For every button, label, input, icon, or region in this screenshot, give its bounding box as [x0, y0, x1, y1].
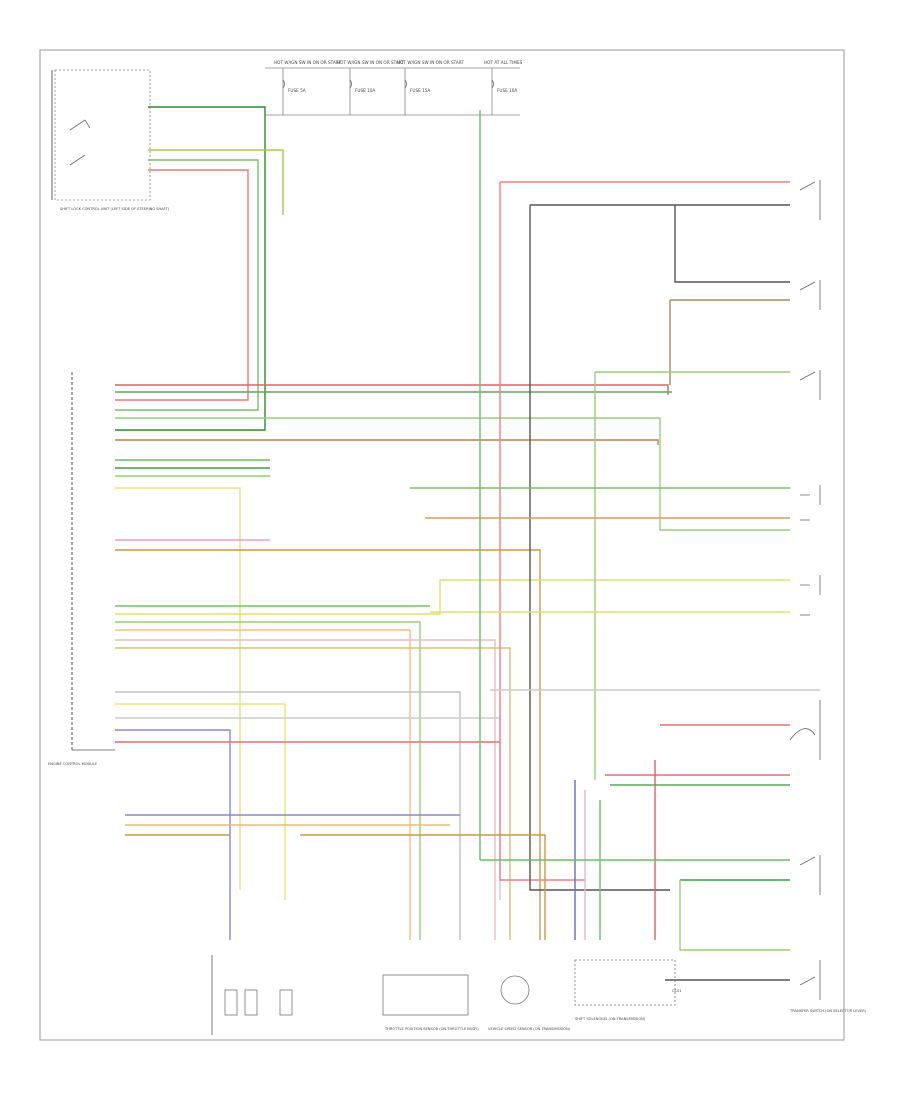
wire-shiftlock-lgrn	[115, 159, 259, 411]
tps-label: THROTTLE POSITION SENSOR (ON THROTTLE BO…	[384, 1027, 479, 1031]
fuse-label-3: FUSE 15A	[410, 88, 430, 93]
power-labels: HOT W/IGN SW IN ON OR START FUSE 5A HOT …	[274, 60, 523, 93]
transfer-switch-label: TRANSFER SWITCH (ON SELECTOR LEVER)	[789, 1009, 867, 1013]
shift-solenoids: SHIFT SOLENOIDS (ON TRANSMISSION)	[574, 959, 676, 1021]
wire-shiftlock-yel	[148, 149, 284, 215]
power-label-4: HOT AT ALL TIMES	[484, 60, 523, 65]
wire-shiftlock-pink	[115, 169, 249, 401]
throttle-position-sensor: THROTTLE POSITION SENSOR (ON THROTTLE BO…	[382, 974, 479, 1031]
vehicle-speed-sensor: VEHICLE SPEED SENSOR (ON TRANSMISSION)	[488, 975, 571, 1031]
power-label-2: HOT W/IGN SW IN ON OR START	[337, 60, 404, 65]
ecm-block: ENGINE CONTROL MODULE	[48, 372, 115, 766]
power-label-3: HOT W/IGN SW IN ON OR START	[397, 60, 464, 65]
fuse-label-1: FUSE 5A	[288, 88, 306, 93]
vss-label: VEHICLE SPEED SENSOR (ON TRANSMISSION)	[488, 1027, 571, 1031]
power-label-1: HOT W/IGN SW IN ON OR START	[274, 60, 341, 65]
fuse-symbols	[282, 79, 494, 89]
fuse-label-2: FUSE 10A	[355, 88, 375, 93]
shift-lock-label: SHIFT LOCK CONTROL UNIT (LEFT SIDE OF ST…	[60, 207, 170, 211]
power-feeds	[265, 67, 520, 116]
wire-shiftlock-green	[115, 106, 266, 431]
diagram-frame	[39, 49, 845, 1041]
shift-lock-unit: SHIFT LOCK CONTROL UNIT (LEFT SIDE OF ST…	[51, 69, 170, 211]
solenoid-label: SHIFT SOLENOIDS (ON TRANSMISSION)	[575, 1017, 646, 1021]
lower-relays	[211, 955, 293, 1035]
right-switches	[789, 180, 821, 1000]
ground-label: G101	[672, 989, 682, 993]
right-wires	[300, 110, 820, 981]
ecm-wires	[115, 384, 790, 940]
lower-left-connectors	[125, 814, 460, 836]
ecm-label: ENGINE CONTROL MODULE	[48, 762, 98, 766]
fuse-label-4: FUSE 10A	[497, 88, 517, 93]
